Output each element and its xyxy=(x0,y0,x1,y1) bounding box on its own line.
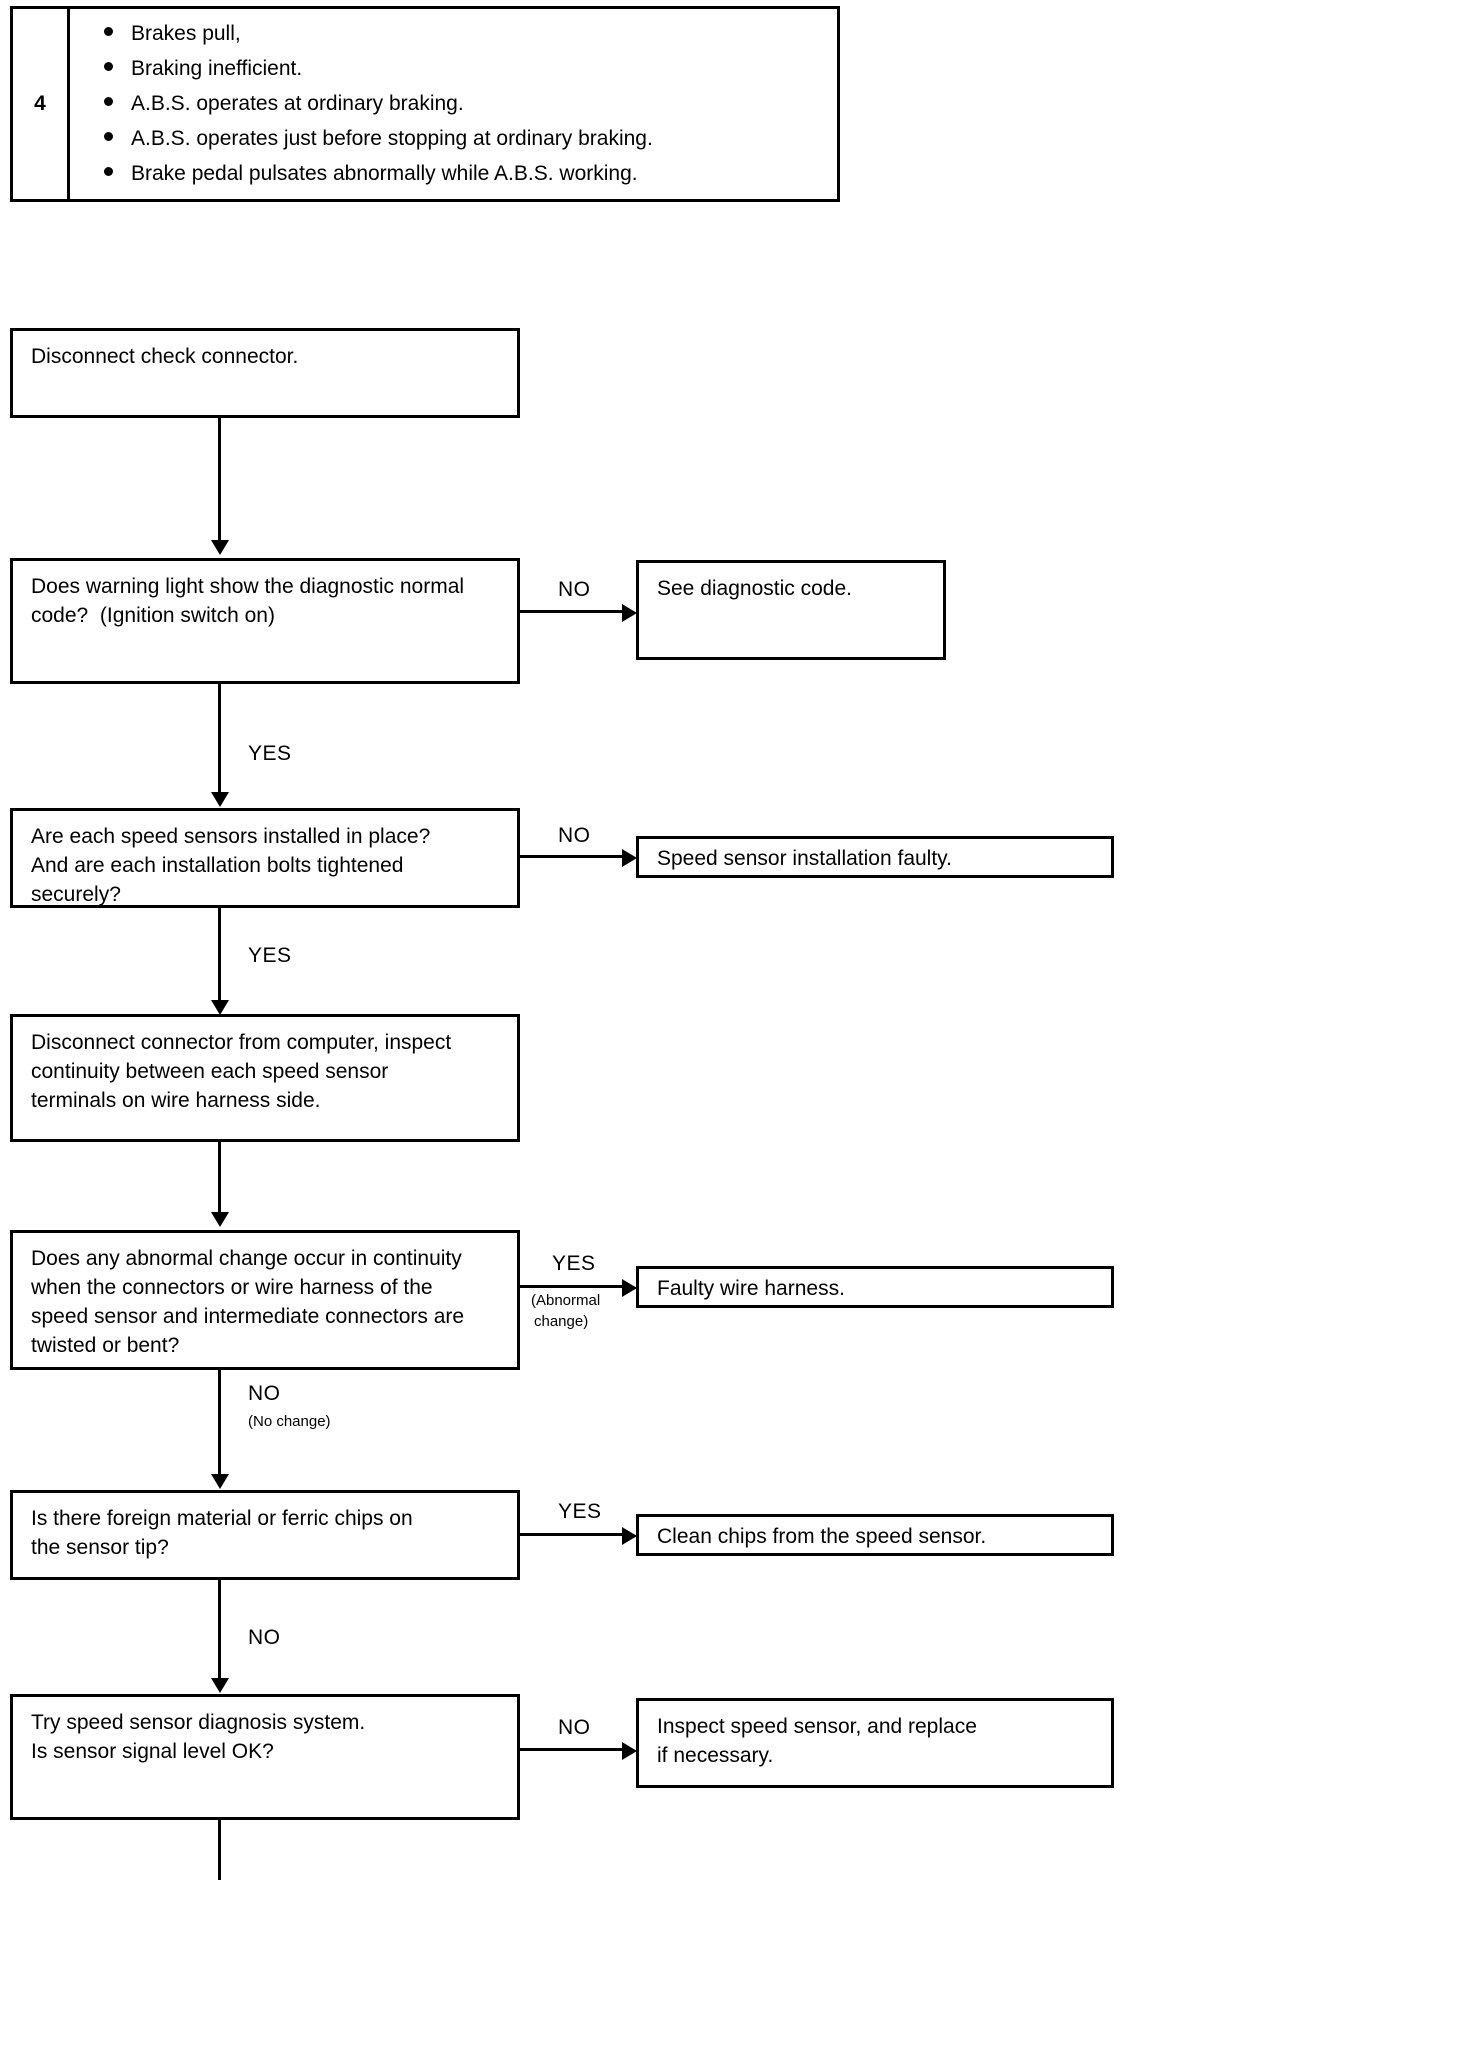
symptom-text: Braking inefficient. xyxy=(131,57,303,81)
bullet-icon xyxy=(104,62,113,72)
result-text-line-1: Inspect speed sensor, and replace xyxy=(657,1715,977,1738)
list-item: Brake pedal pulsates abnormally while A.… xyxy=(104,163,837,185)
branch-label-yes: YES xyxy=(552,1252,596,1275)
result-text: See diagnostic code. xyxy=(657,577,852,600)
step-text-line-3: terminals on wire harness side. xyxy=(31,1088,321,1112)
arrow-right-icon xyxy=(622,849,637,867)
connector-step5-to-step6 xyxy=(218,1370,221,1480)
symptom-table: 4 Brakes pull, Braking inefficient. A.B.… xyxy=(10,6,840,202)
symptom-number: 4 xyxy=(34,92,46,115)
bullet-icon xyxy=(104,132,113,142)
result-faulty-wire-harness: Faulty wire harness. xyxy=(636,1266,1114,1308)
connector-step7-continues xyxy=(218,1820,221,1880)
bullet-icon xyxy=(104,167,113,177)
decision-text-line-1: Does any abnormal change occur in contin… xyxy=(31,1247,462,1270)
step-disconnect-connector-from-computer: Disconnect connector from computer, insp… xyxy=(10,1014,520,1142)
branch-label-no: NO xyxy=(558,578,591,601)
list-item: A.B.S. operates just before stopping at … xyxy=(104,128,837,150)
decision-text-line-2: code? (Ignition switch on) xyxy=(31,603,275,627)
symptom-list: Brakes pull, Braking inefficient. A.B.S.… xyxy=(70,9,837,199)
branch-label-yes: YES xyxy=(558,1500,602,1523)
connector-step2-no xyxy=(520,610,625,613)
list-item: Brakes pull, xyxy=(104,22,837,45)
decision-text-line-1: Is there foreign material or ferric chip… xyxy=(31,1507,413,1530)
branch-sublabel-no-change: (No change) xyxy=(248,1413,331,1430)
branch-label-no: NO xyxy=(248,1382,281,1405)
step-text: Disconnect check connector. xyxy=(31,345,299,368)
decision-text-line-2: Is sensor signal level OK? xyxy=(31,1739,274,1763)
branch-label-yes: YES xyxy=(248,944,292,967)
decision-text-line-3: speed sensor and intermediate connectors… xyxy=(31,1304,465,1328)
arrow-down-icon xyxy=(211,1678,229,1693)
branch-label-no: NO xyxy=(558,824,591,847)
decision-text-line-1: Try speed sensor diagnosis system. xyxy=(31,1711,366,1734)
decision-warning-light-normal-code: Does warning light show the diagnostic n… xyxy=(10,558,520,684)
arrow-down-icon xyxy=(211,1212,229,1227)
arrow-down-icon xyxy=(211,792,229,807)
connector-step1-to-step2 xyxy=(218,418,221,546)
arrow-right-icon xyxy=(622,1742,637,1760)
result-inspect-speed-sensor: Inspect speed sensor, and replace if nec… xyxy=(636,1698,1114,1788)
connector-step6-to-step7 xyxy=(218,1580,221,1684)
decision-text-line-1: Does warning light show the diagnostic n… xyxy=(31,575,465,598)
symptom-text: A.B.S. operates just before stopping at … xyxy=(131,127,653,151)
symptom-number-cell: 4 xyxy=(13,9,70,199)
bullet-icon xyxy=(104,27,113,36)
list-item: Braking inefficient. xyxy=(104,57,837,81)
arrow-down-icon xyxy=(211,1000,229,1015)
connector-step6-yes xyxy=(520,1533,625,1536)
connector-step5-yes xyxy=(520,1285,625,1288)
decision-text-line-2: when the connectors or wire harness of t… xyxy=(31,1275,433,1299)
result-clean-chips-from-speed-sensor: Clean chips from the speed sensor. xyxy=(636,1514,1114,1556)
decision-speed-sensors-installed: Are each speed sensors installed in plac… xyxy=(10,808,520,908)
decision-speed-sensor-diagnosis-system: Try speed sensor diagnosis system. Is se… xyxy=(10,1694,520,1820)
decision-abnormal-change-continuity: Does any abnormal change occur in contin… xyxy=(10,1230,520,1370)
result-text: Clean chips from the speed sensor. xyxy=(657,1525,987,1548)
arrow-down-icon xyxy=(211,1474,229,1489)
result-text: Faulty wire harness. xyxy=(657,1277,845,1300)
connector-step3-to-step4 xyxy=(218,908,221,1006)
step-text-line-1: Disconnect connector from computer, insp… xyxy=(31,1031,452,1054)
step-text-line-2: continuity between each speed sensor xyxy=(31,1059,389,1083)
decision-text-line-2: And are each installation bolts tightene… xyxy=(31,853,404,877)
decision-text-line-1: Are each speed sensors installed in plac… xyxy=(31,825,431,848)
branch-label-yes: YES xyxy=(248,742,292,765)
symptom-text: A.B.S. operates at ordinary braking. xyxy=(131,92,464,116)
list-item: A.B.S. operates at ordinary braking. xyxy=(104,93,837,115)
decision-text-line-4: twisted or bent? xyxy=(31,1333,180,1357)
arrow-right-icon xyxy=(622,1527,637,1545)
decision-text-line-3: securely? xyxy=(31,882,121,906)
decision-text-line-2: the sensor tip? xyxy=(31,1535,169,1559)
result-text-line-2: if necessary. xyxy=(657,1743,774,1767)
branch-sublabel-abnormal-change-line-1: (Abnormal xyxy=(531,1292,601,1309)
step-disconnect-check-connector: Disconnect check connector. xyxy=(10,328,520,418)
connector-step2-to-step3 xyxy=(218,684,221,798)
bullet-icon xyxy=(104,97,113,107)
arrow-down-icon xyxy=(211,540,229,555)
connector-step3-no xyxy=(520,855,625,858)
result-see-diagnostic-code: See diagnostic code. xyxy=(636,560,946,660)
symptom-text: Brakes pull, xyxy=(131,22,241,45)
connector-step7-no xyxy=(520,1748,625,1751)
decision-foreign-material-on-sensor-tip: Is there foreign material or ferric chip… xyxy=(10,1490,520,1580)
connector-step4-to-step5 xyxy=(218,1142,221,1218)
arrow-right-icon xyxy=(622,1279,637,1297)
branch-label-no: NO xyxy=(248,1626,281,1649)
branch-label-no: NO xyxy=(558,1716,591,1739)
result-speed-sensor-installation-faulty: Speed sensor installation faulty. xyxy=(636,836,1114,878)
symptom-text: Brake pedal pulsates abnormally while A.… xyxy=(131,162,638,186)
arrow-right-icon xyxy=(622,604,637,622)
result-text: Speed sensor installation faulty. xyxy=(657,847,952,870)
branch-sublabel-abnormal-change-line-2: change) xyxy=(534,1313,589,1330)
